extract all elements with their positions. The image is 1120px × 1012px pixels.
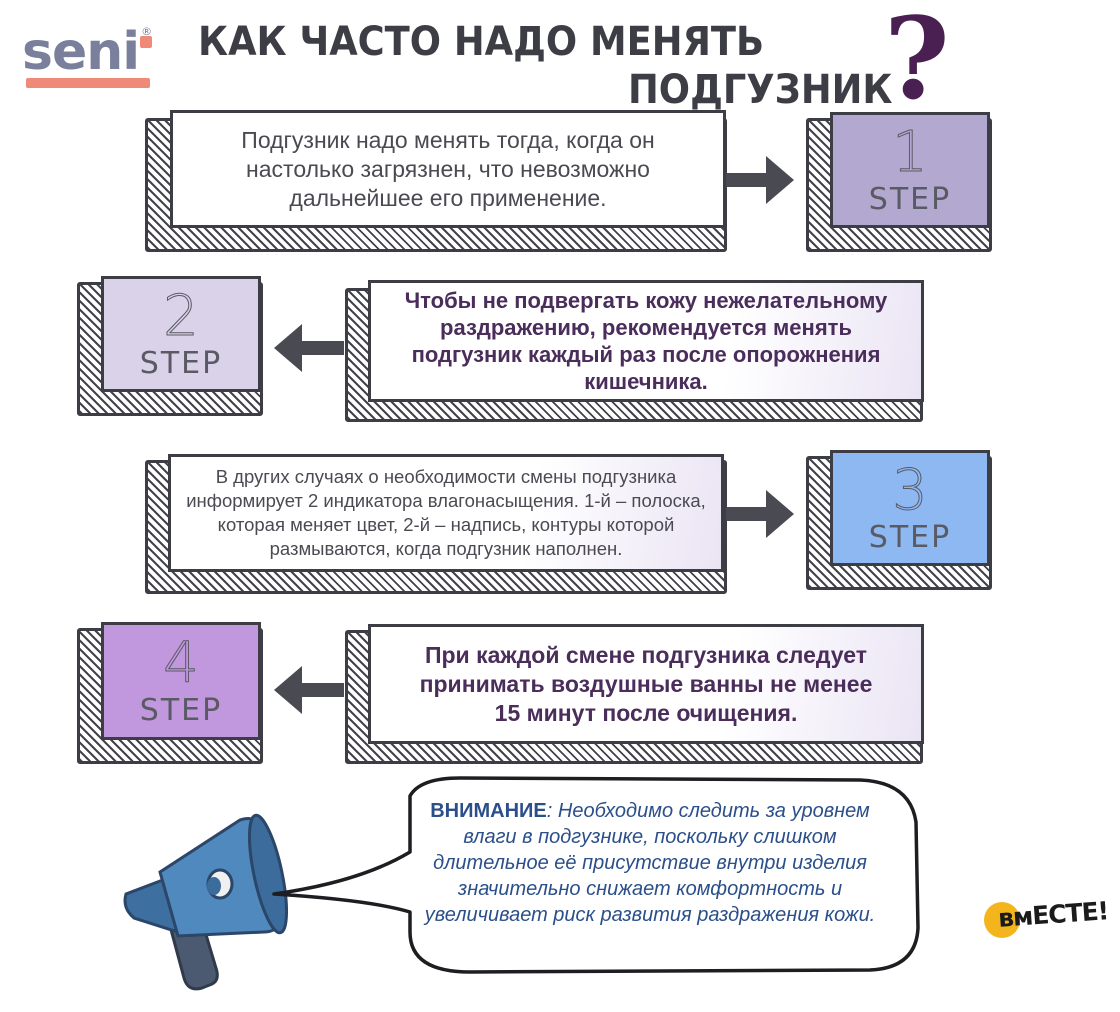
step4-text: При каждой смене подгузника следует прин… <box>419 641 873 726</box>
arrow-right-icon <box>726 490 794 538</box>
step3-card: 3 STEP <box>830 450 990 566</box>
arrow-right-icon <box>726 156 794 204</box>
speech-bubble <box>272 776 920 974</box>
step4-label: STEP <box>139 693 223 728</box>
megaphone-icon <box>123 813 288 991</box>
vmeste-badge-circle <box>984 902 1020 938</box>
step3-text-box: В других случаях о необходимости смены п… <box>168 454 724 572</box>
step4-card: 4 STEP <box>101 622 261 740</box>
step2-card: 2 STEP <box>101 276 261 392</box>
logo-dot <box>140 36 152 48</box>
step2-number: 2 <box>163 284 200 349</box>
seni-logo: seni® <box>22 25 152 88</box>
step1-text: Подгузник надо менять тогда, когда он на… <box>241 126 655 211</box>
page-title-line1: КАК ЧАСТО НАДО МЕНЯТЬ <box>198 19 765 65</box>
step3-number: 3 <box>892 458 929 523</box>
step2-text: Чтобы не подвергать кожу нежелательному … <box>404 288 888 394</box>
vmeste-badge-text: вмЕСТЕ! <box>997 896 1110 933</box>
attention-message: ВНИМАНИЕ: Необходимо следить за уровнем … <box>420 798 880 928</box>
logo-text: seni <box>22 22 140 82</box>
logo-registered: ® <box>141 25 152 38</box>
step3-label: STEP <box>868 520 952 555</box>
attention-label: ВНИМАНИЕ <box>430 800 547 822</box>
step1-text-box: Подгузник надо менять тогда, когда он на… <box>170 110 726 228</box>
question-mark: ? <box>884 0 950 125</box>
logo-underline <box>26 78 150 88</box>
step2-text-box: Чтобы не подвергать кожу нежелательному … <box>368 280 924 402</box>
step4-number: 4 <box>163 631 200 696</box>
arrow-left-icon <box>274 666 344 714</box>
step3-text: В других случаях о необходимости смены п… <box>186 466 706 559</box>
step1-card: 1 STEP <box>830 112 990 228</box>
step2-label: STEP <box>139 346 223 381</box>
arrow-left-icon <box>274 324 344 372</box>
step1-label: STEP <box>868 182 952 217</box>
page-title-line2: ПОДГУЗНИК <box>628 67 893 113</box>
step1-number: 1 <box>892 120 929 185</box>
attention-text: : Необходимо следить за уровнем влаги в … <box>424 800 876 926</box>
step4-text-box: При каждой смене подгузника следует прин… <box>368 624 924 744</box>
